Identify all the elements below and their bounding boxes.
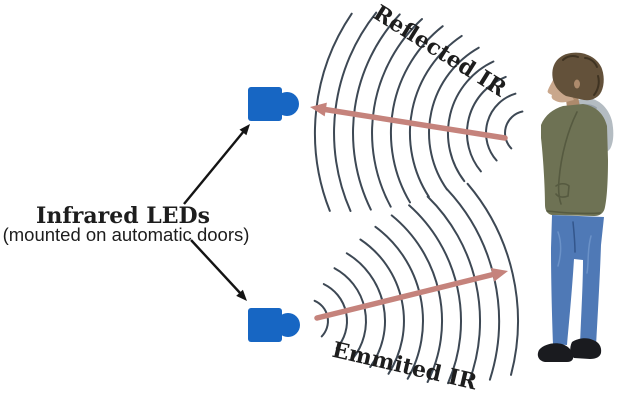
wavefront-arc — [408, 34, 463, 198]
person-jacket-hem — [546, 210, 601, 215]
label-emitted-ir: Emmited IR — [330, 337, 480, 396]
wavefront-arc — [374, 225, 424, 380]
wavefront-arc — [345, 252, 386, 368]
pointer-arrow-top — [183, 124, 250, 205]
emitted-ir-arrowhead-icon — [490, 268, 508, 282]
reflected-ir-arrow — [310, 102, 508, 141]
wavefront-arc — [426, 195, 482, 384]
emitted-ir-arrow-shaft — [314, 271, 498, 321]
person-jeans-shadow — [572, 221, 576, 253]
wavefront-arc — [504, 110, 524, 150]
reflected-ir-arrowhead-icon — [310, 102, 327, 117]
wave-fan-reflected — [313, 11, 524, 212]
led-icon-bottom — [248, 308, 300, 342]
pointer-arrow-top-head-icon — [239, 124, 250, 136]
wavefront-arc — [359, 238, 405, 375]
wavefront-arc — [485, 92, 517, 162]
wavefront-arc — [466, 75, 507, 173]
wavefront-arc — [428, 46, 480, 191]
wavefront-arc — [371, 18, 423, 208]
wavefront-arc — [447, 60, 495, 183]
pointer-arrow-bottom — [190, 239, 247, 301]
led-bottom-body-icon — [248, 308, 282, 342]
led-icon-top — [248, 87, 299, 121]
pointer-arrow-bottom-head-icon — [236, 289, 247, 301]
wavefront-arc — [389, 25, 444, 204]
person-shoe-front — [537, 343, 574, 362]
person-jeans-crease-back — [586, 235, 592, 274]
person-shoe-back — [570, 338, 602, 359]
person-ear — [574, 79, 580, 89]
led-top-body-icon — [248, 87, 282, 121]
wavefront-arc — [352, 13, 401, 211]
person-jeans-crease-front — [557, 231, 562, 267]
label-infrared-leds: Infrared LEDs — [36, 203, 210, 229]
person-jeans — [551, 215, 604, 346]
person-photo — [537, 52, 614, 362]
wavefront-arc — [408, 204, 462, 385]
person-jacket — [541, 104, 608, 216]
pointer-arrow-bottom-shaft — [190, 239, 242, 295]
reflected-ir-arrow-shaft — [319, 106, 508, 141]
person-hair — [552, 52, 604, 101]
person-jacket-arm-seam — [557, 111, 578, 205]
pointer-arrow-top-shaft — [183, 130, 245, 205]
label-mounted-note: (mounted on automatic doors) — [3, 224, 250, 245]
person-hair-curls — [562, 55, 600, 96]
person-jacket-pocket — [555, 182, 570, 198]
wavefront-arc — [466, 182, 519, 376]
wavefront-arc — [390, 214, 443, 383]
emitted-ir-arrow — [314, 268, 508, 321]
wavefront-arc — [333, 11, 378, 212]
